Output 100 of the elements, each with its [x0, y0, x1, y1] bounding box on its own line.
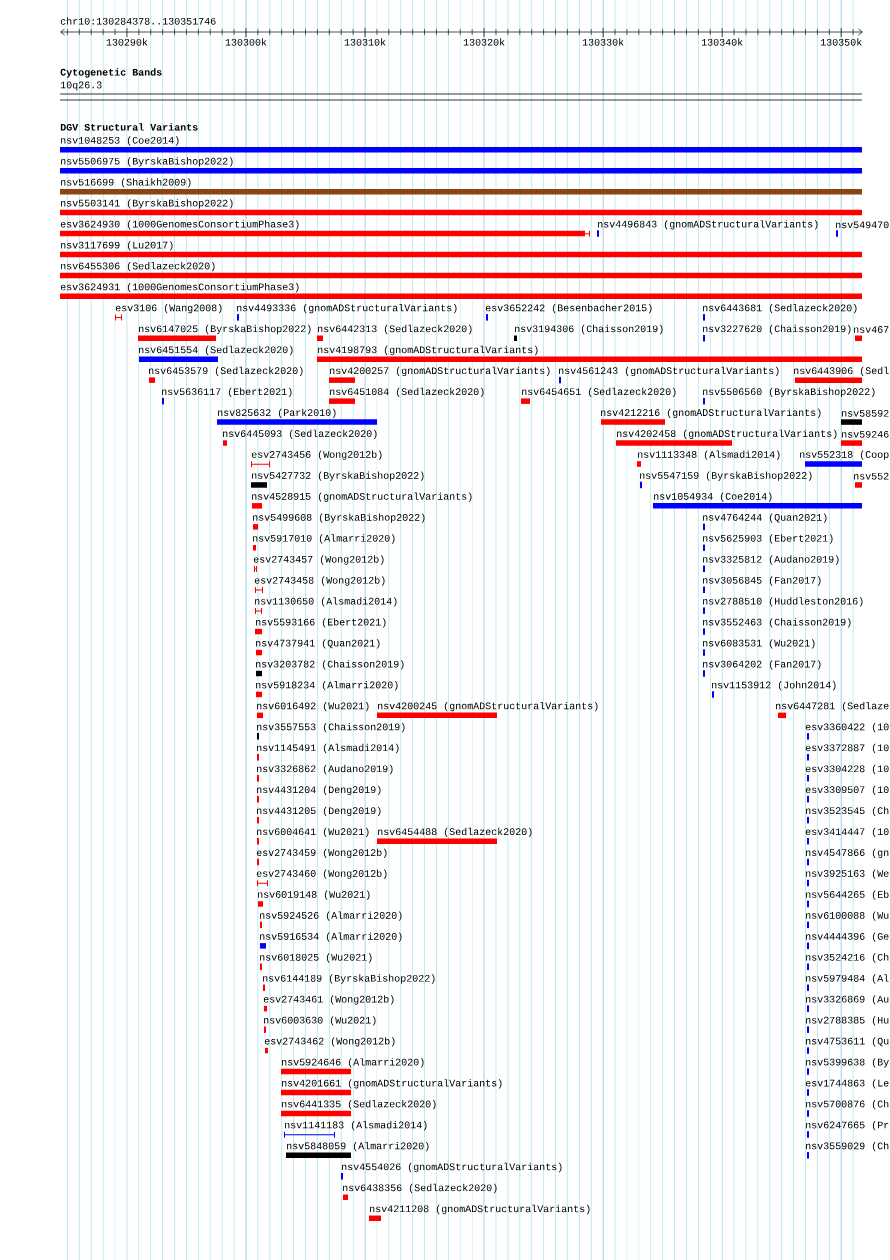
- variant-label: nsv1141183 (Alsmadi2014): [285, 1121, 427, 1131]
- variant-label: nsv4493336 (gnomADStructuralVariants): [237, 303, 457, 314]
- variant-label: nsv3552463 (Chaisson2019): [703, 618, 851, 628]
- variant-label: nsv4496843 (gnomADStructuralVariants): [598, 220, 818, 230]
- variant-label: esv3414447 (10: [805, 827, 889, 838]
- tick-label: 130320k: [463, 38, 505, 46]
- variant-label: nsv6144189 (ByrskaBishop2022): [263, 974, 435, 984]
- variant-label: nsv3326869 (Au: [806, 995, 889, 1005]
- variant-label: nsv5547159 (ByrskaBishop2022): [640, 471, 812, 481]
- variant-label: nsv4200245 (gnomADStructuralVariants): [378, 701, 598, 712]
- variant-label: nsv4211208 (gnomADStructuralVariants): [370, 1204, 590, 1215]
- variant-label: nsv552: [854, 472, 889, 480]
- variant-label: nsv6441335 (Sedlazeck2020): [282, 1100, 436, 1110]
- variant-label: nsv6447281 (Sedlaze: [776, 701, 889, 712]
- variant-label: nsv3117699 (Lu2017): [61, 241, 173, 251]
- tick-label: 130330k: [582, 38, 624, 46]
- variant-label: nsv4554026 (gnomADStructuralVariants): [342, 1162, 562, 1173]
- variant-label: nsv6438356 (Sedlazeck2020): [343, 1183, 497, 1194]
- coordinate-label: chr10:130284378..130351746: [60, 17, 216, 25]
- variant-label: nsv4764244 (Quan2021): [703, 513, 827, 523]
- variant-label: nsv4212216 (gnomADStructuralVariants): [601, 408, 821, 418]
- variant-label: nsv4444396 (Ge: [806, 932, 889, 942]
- variant-label: nsv2788510 (Huddleston2016): [703, 597, 863, 607]
- variant-label: nsv3524216 (Ch: [806, 953, 889, 963]
- variant-label: nsv5979484 (Al: [806, 974, 889, 984]
- variant-label: esv1744863 (Le: [805, 1079, 889, 1089]
- variant-label: nsv3194306 (Chaisson2019): [515, 324, 663, 335]
- variant-label: nsv4431204 (Deng2019): [257, 785, 381, 796]
- variant-label: nsv5399638 (By: [806, 1058, 889, 1068]
- variant-label: esv2743456 (Wong2012b): [251, 450, 382, 460]
- tick-label: 130310k: [344, 38, 386, 46]
- variant-label: nsv1145491 (Alsmadi2014): [257, 743, 399, 754]
- variant-label: esv2743462 (Wong2012b): [264, 1037, 395, 1047]
- variant-label: nsv6442313 (Sedlazeck2020): [318, 324, 472, 335]
- tick-label: 130290k: [106, 38, 148, 46]
- variant-label: nsv3056845 (Fan2017): [703, 576, 821, 586]
- variant-label: esv3106 (Wang2008): [115, 303, 222, 314]
- variant-label: nsv5848059 (Almarri2020): [287, 1141, 429, 1152]
- track-title: DGV Structural Variants: [60, 123, 198, 131]
- variant-label: nsv6016492 (Wu2021): [257, 701, 369, 712]
- variant-label: nsv5916534 (Almarri2020): [260, 932, 402, 942]
- variant-label: nsv6443906 (Sedl: [794, 366, 889, 377]
- variant-label: nsv4198793 (gnomADStructuralVariants): [318, 345, 538, 356]
- variant-label: nsv1130650 (Alsmadi2014): [255, 597, 397, 607]
- variant-label: nsv5644265 (Eb: [806, 890, 889, 900]
- variant-label: nsv6247665 (Pr: [806, 1121, 889, 1131]
- variant-label: nsv4737941 (Quan2021): [256, 639, 380, 649]
- band-label: 10q26.3: [60, 81, 102, 91]
- variant-label: nsv6443681 (Sedlazeck2020): [703, 303, 857, 314]
- variant-label: esv3624931 (1000GenomesConsortiumPhase3): [60, 282, 299, 293]
- variant-label: nsv3925163 (We: [806, 869, 889, 879]
- variant-label: esv3624930 (1000GenomesConsortiumPhase3): [60, 220, 299, 230]
- variant-label: esv3652242 (Besenbacher2015): [485, 303, 652, 314]
- variant-label: nsv467: [854, 326, 889, 333]
- variant-label: nsv6454488 (Sedlazeck2020): [378, 827, 532, 838]
- variant-label: nsv4528915 (gnomADStructuralVariants): [252, 492, 472, 502]
- variant-label: nsv5700876 (Ch: [806, 1100, 889, 1110]
- variant-label: nsv825632 (Park2010): [218, 408, 336, 418]
- variant-label: nsv5917010 (Almarri2020): [253, 534, 395, 544]
- variant-label: nsv1054934 (Coe2014): [654, 492, 772, 502]
- variant-label: esv3304228 (10: [805, 764, 889, 775]
- variant-label: esv2743460 (Wong2012b): [256, 869, 387, 879]
- variant-label: nsv3523545 (Ch: [806, 806, 889, 817]
- variant-label: nsv5506560 (ByrskaBishop2022): [703, 387, 875, 398]
- variant-label: nsv59246: [842, 430, 889, 438]
- variant-label: nsv4547866 (gn: [806, 848, 889, 858]
- variant-label: nsv5506975 (ByrskaBishop2022): [61, 157, 233, 167]
- variant-label: nsv6019148 (Wu2021): [258, 890, 370, 900]
- variant-label: nsv5924646 (Almarri2020): [282, 1058, 424, 1068]
- tick-label: 130340k: [701, 38, 743, 46]
- variant-label: nsv6453579 (Sedlazeck2020): [149, 366, 303, 377]
- tick-label: 130300k: [225, 38, 267, 46]
- variant-label: nsv58592: [842, 409, 889, 417]
- variant-label: nsv3203782 (Chaisson2019): [256, 660, 404, 670]
- variant-label: nsv5503141 (ByrskaBishop2022): [61, 199, 233, 209]
- variant-label: nsv6451554 (Sedlazeck2020): [139, 345, 293, 356]
- variant-label: nsv6100088 (Wu: [806, 911, 889, 921]
- variant-label: nsv6083531 (Wu2021): [703, 639, 815, 649]
- variant-label: nsv5427732 (ByrskaBishop2022): [252, 471, 424, 481]
- variant-label: nsv6455306 (Sedlazeck2020): [61, 262, 215, 272]
- variant-label: nsv2788385 (Hu: [806, 1016, 889, 1026]
- variant-label: nsv6451084 (Sedlazeck2020): [330, 387, 484, 398]
- variant-label: nsv6147025 (ByrskaBishop2022): [139, 324, 311, 335]
- variant-label: nsv4753611 (Qu: [806, 1037, 889, 1047]
- variant-label: nsv516699 (Shaikh2009): [61, 178, 191, 188]
- variant-label: nsv4561243 (gnomADStructuralVariants): [559, 366, 779, 377]
- variant-label: esv2743459 (Wong2012b): [256, 848, 387, 858]
- variant-label: esv2743457 (Wong2012b): [253, 555, 384, 565]
- variant-label: esv2743458 (Wong2012b): [254, 576, 385, 586]
- variant-label: nsv5499608 (ByrskaBishop2022): [253, 513, 425, 523]
- variant-label: nsv1048253 (Coe2014): [61, 136, 179, 146]
- variant-label: nsv3557553 (Chaisson2019): [257, 722, 405, 733]
- variant-label: nsv4202458 (gnomADStructuralVariants): [617, 429, 837, 439]
- variant-label: nsv6018025 (Wu2021): [260, 953, 372, 963]
- variant-label: esv2743461 (Wong2012b): [263, 995, 394, 1005]
- variant-label: esv3372887 (10: [805, 743, 889, 754]
- variant-label: nsv6454651 (Sedlazeck2020): [522, 387, 676, 398]
- variant-label: nsv1153912 (John2014): [712, 681, 836, 691]
- variant-label: nsv1113348 (Alsmadi2014): [638, 450, 780, 460]
- variant-label: nsv4431205 (Deng2019): [257, 806, 381, 817]
